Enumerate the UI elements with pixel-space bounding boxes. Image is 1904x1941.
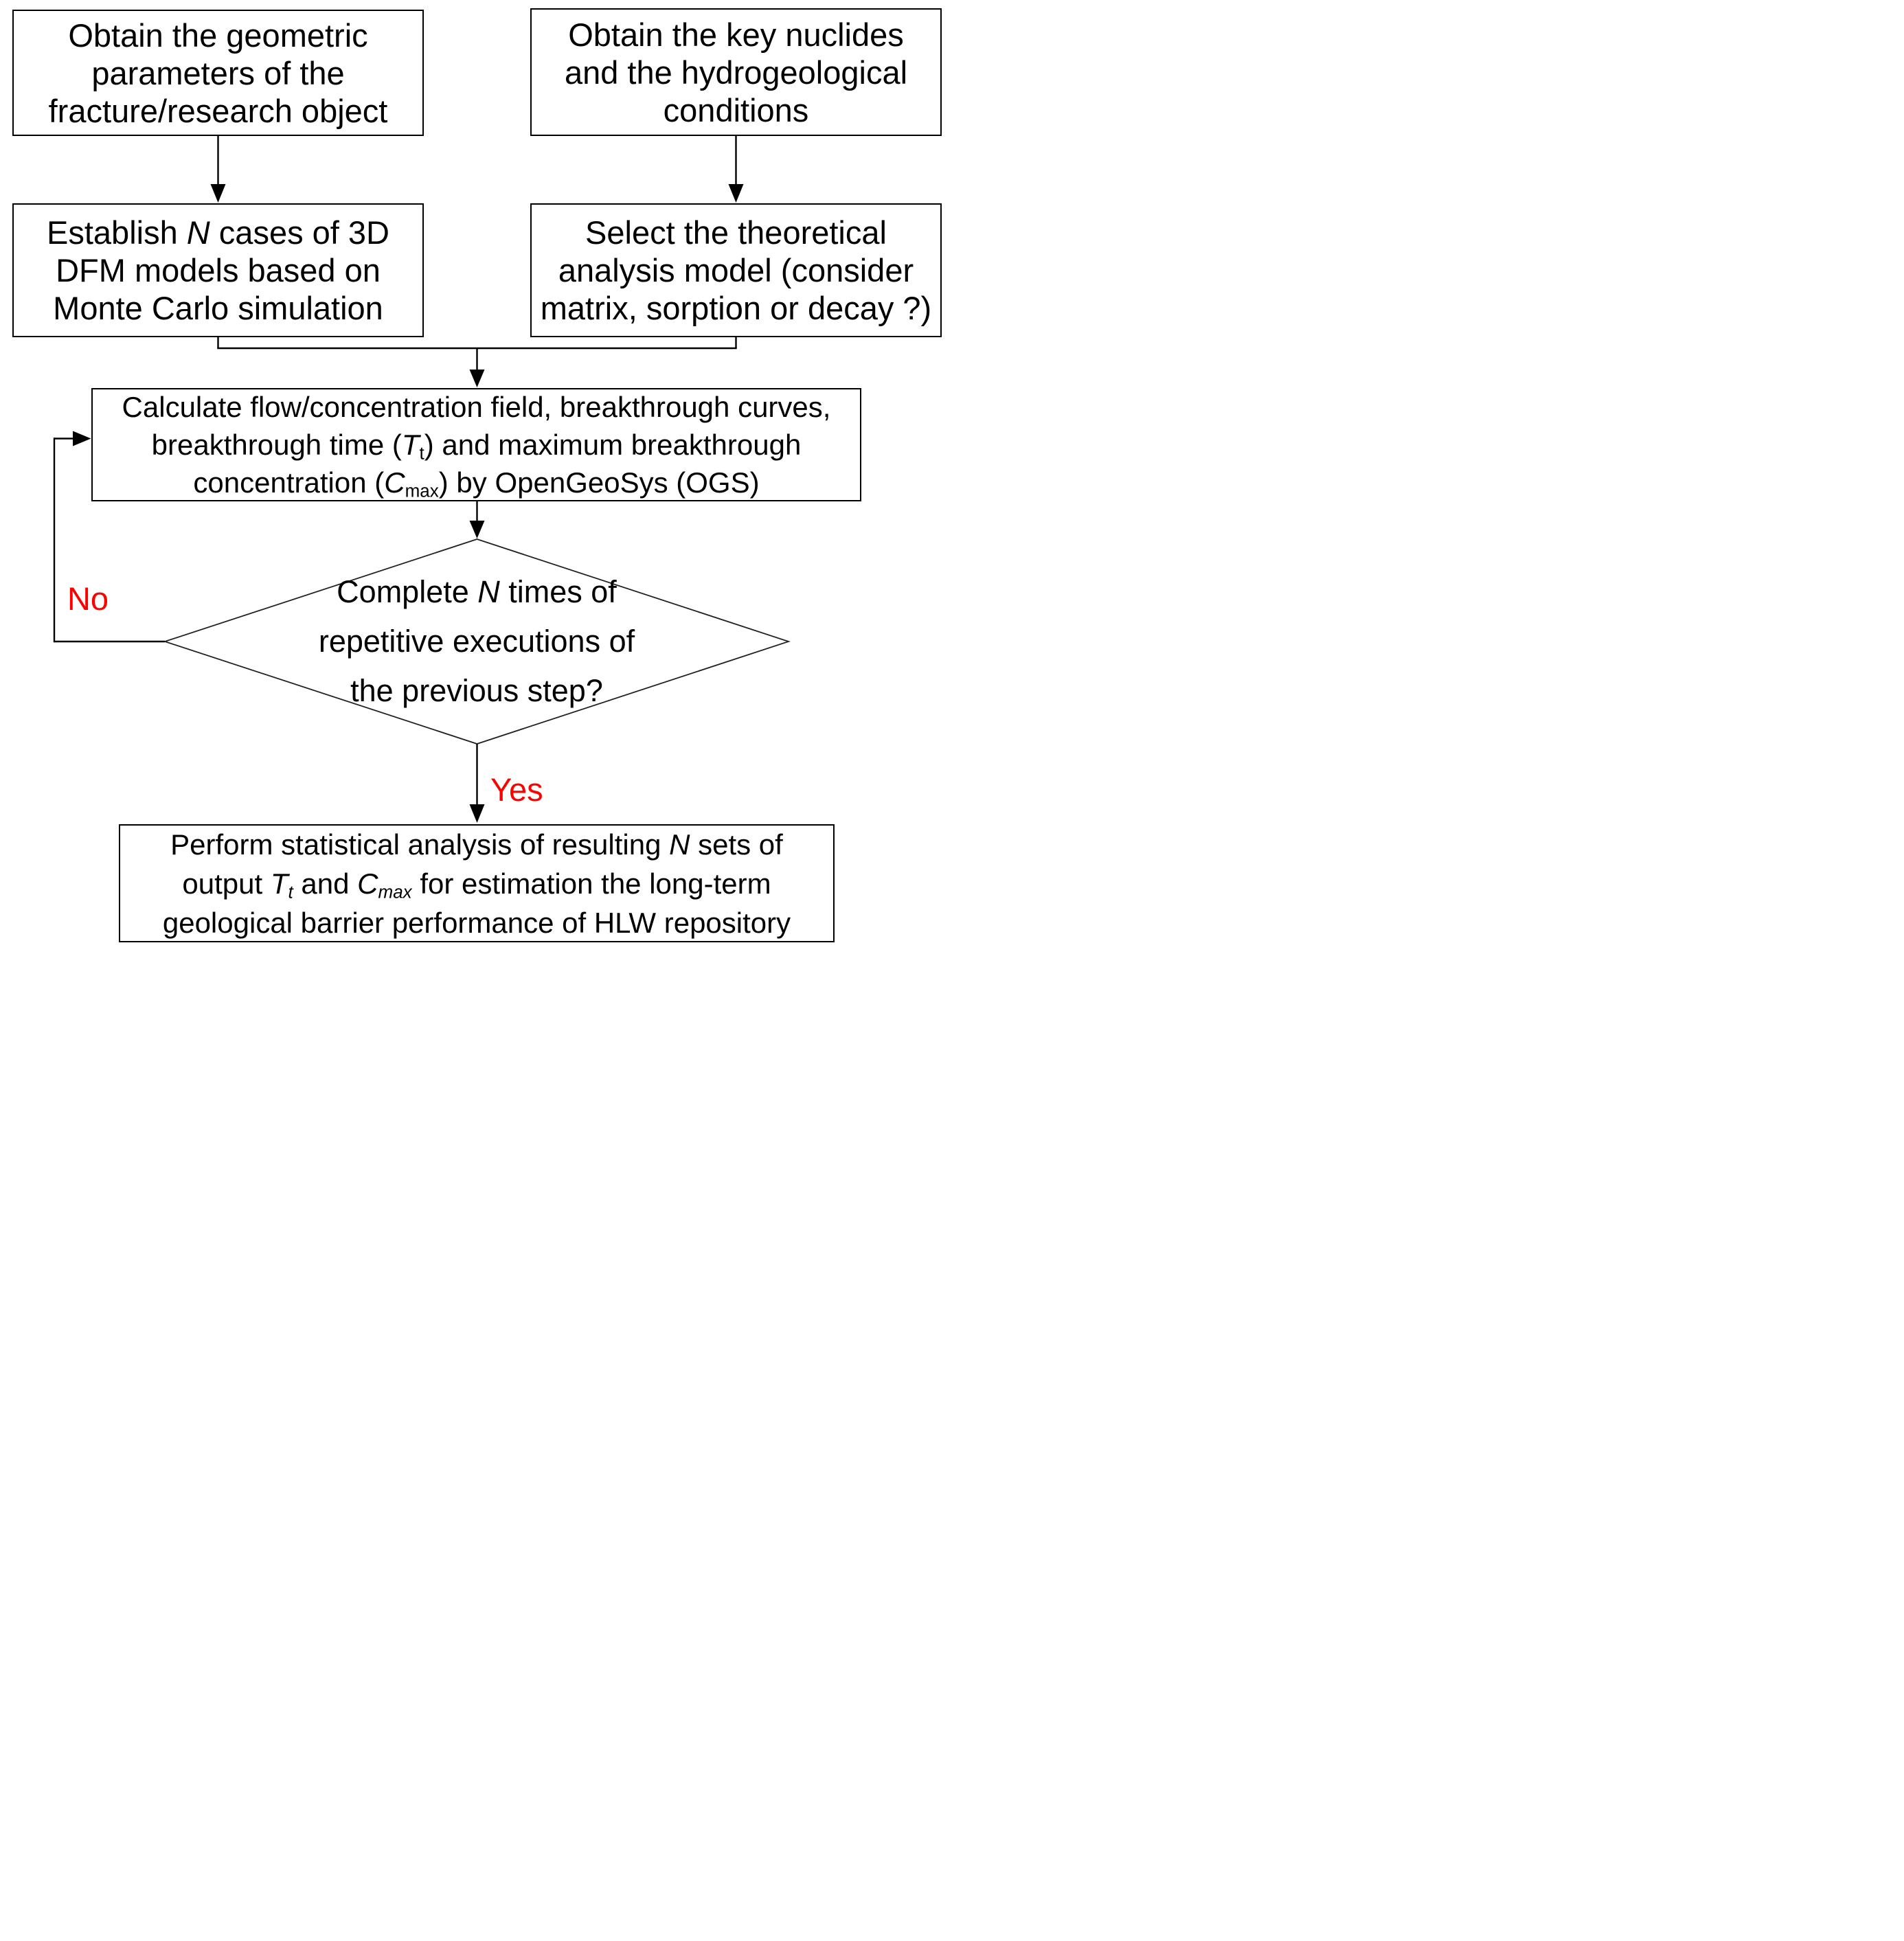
- loop-decision-no: [53, 431, 165, 643]
- connector-layer: [53, 136, 791, 823]
- process-box-calculate-ogs: Calculate flow/concentration field, brea…: [91, 388, 861, 501]
- arrow-decision-yes: [469, 744, 485, 823]
- no-branch-label: No: [67, 580, 109, 617]
- arrow-nuclides-to-model: [728, 136, 744, 203]
- arrow-calculate-to-decision: [469, 501, 485, 538]
- process-box-perform-stats: Perform statistical analysis of resultin…: [119, 824, 835, 942]
- arrow-geometric-to-dfm: [210, 136, 226, 203]
- yes-branch-label: Yes: [490, 771, 543, 808]
- merge-connector: [217, 337, 737, 387]
